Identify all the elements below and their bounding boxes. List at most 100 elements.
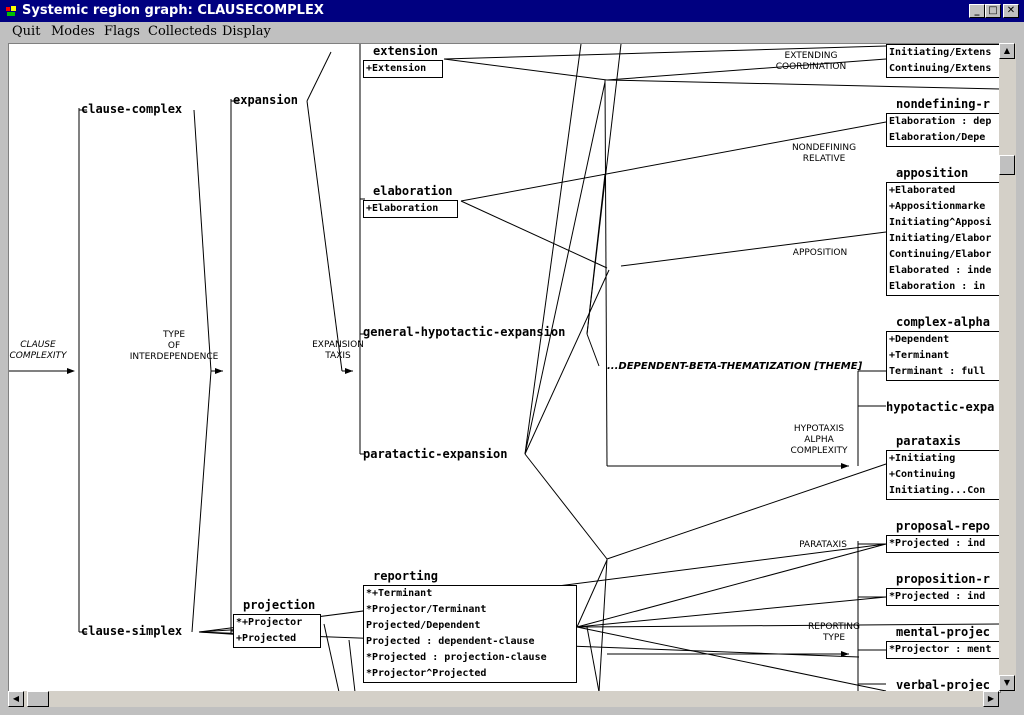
menu-display[interactable]: Display — [222, 24, 271, 39]
realization-statement: +Appositionmarke — [889, 201, 986, 212]
title-bar[interactable]: Systemic region graph: CLAUSECOMPLEX _ □… — [0, 0, 1024, 22]
system-label-line: TAXIS — [325, 351, 351, 361]
realization-box-extension[interactable]: +Extension — [363, 60, 443, 78]
realization-statement: Initiating...Con — [889, 485, 986, 496]
node-general-hypotactic-expansion[interactable]: general-hypotactic-expansion — [363, 325, 566, 339]
realization-statement: Elaboration/Depe — [889, 132, 986, 143]
restore-icon: □ — [988, 5, 998, 16]
realization-statement: Initiating/Extens — [889, 47, 992, 58]
node-apposition[interactable]: apposition — [896, 166, 969, 180]
node-proposal-repo[interactable]: proposal-repo — [896, 519, 990, 533]
realization-box-elaboration[interactable]: +Elaboration — [363, 200, 458, 218]
scroll-down-button[interactable]: ▼ — [999, 675, 1015, 691]
system-expansion-taxis[interactable]: EXPANSION TAXIS — [311, 340, 365, 362]
scroll-up-button[interactable]: ▲ — [999, 43, 1015, 59]
realization-statement: Terminant : full — [889, 366, 986, 377]
node-reporting[interactable]: reporting — [373, 569, 439, 583]
node-clause-complex[interactable]: clause-complex — [81, 102, 183, 116]
realization-box-apposition[interactable]: +Elaborated +Appositionmarke Initiating^… — [886, 182, 1000, 296]
node-extension[interactable]: extension — [373, 44, 439, 58]
system-label-line: COMPLEXITY — [9, 351, 67, 361]
scroll-right-button[interactable]: ▶ — [983, 691, 999, 707]
node-verbal-projec[interactable]: verbal-projec — [896, 678, 990, 692]
gate-dependent-beta-thematization[interactable]: ...DEPENDENT-BETA-THEMATIZATION [THEME] — [607, 361, 863, 372]
system-label-line: TYPE — [162, 330, 186, 340]
realization-statement: +Elaboration — [366, 203, 439, 214]
node-paratactic-expansion[interactable]: paratactic-expansion — [363, 447, 508, 461]
system-type-of-interdependence[interactable]: TYPE OF INTERDEPENDENCE — [129, 330, 219, 363]
system-parataxis[interactable]: PARATAXIS — [795, 540, 851, 551]
vertical-scrollbar[interactable]: ▲ ▼ — [999, 43, 1016, 691]
system-label-line: RELATIVE — [802, 154, 846, 164]
system-reporting-type[interactable]: REPORTING TYPE — [803, 622, 865, 644]
horizontal-scrollbar[interactable]: ◀ ▶ — [8, 691, 999, 707]
node-nondefining-r[interactable]: nondefining-r — [896, 97, 990, 111]
node-mental-projec[interactable]: mental-projec — [896, 625, 990, 639]
node-parataxis[interactable]: parataxis — [896, 434, 962, 448]
node-clause-simplex[interactable]: clause-simplex — [81, 624, 183, 638]
realization-box-nondefining[interactable]: Elaboration : dep Elaboration/Depe — [886, 113, 1000, 147]
system-label-line: ALPHA — [804, 435, 834, 445]
system-label-line: NONDEFINING — [791, 143, 857, 153]
vertical-scroll-thumb[interactable] — [999, 155, 1015, 175]
system-label-line: COORDINATION — [775, 62, 847, 72]
system-label-line: HYPOTAXIS — [793, 424, 845, 434]
system-label-line: INTERDEPENDENCE — [129, 352, 219, 362]
menu-collecteds[interactable]: Collecteds — [148, 24, 217, 39]
system-label-line: OF — [167, 341, 181, 351]
realization-box-reporting[interactable]: *+Terminant *Projector/Terminant Project… — [363, 585, 577, 683]
realization-statement: Elaboration : in — [889, 281, 986, 292]
system-label-line: REPORTING — [808, 622, 860, 632]
minimize-button[interactable]: _ — [969, 4, 985, 18]
realization-box-proposal[interactable]: *Projected : ind — [886, 535, 1000, 553]
node-elaboration[interactable]: elaboration — [373, 184, 453, 198]
realization-box-projection[interactable]: *+Projector +Projected — [233, 614, 321, 648]
realization-statement: *Projector : ment — [889, 644, 992, 655]
realization-statement: *Projected : ind — [889, 591, 986, 602]
node-proposition-r[interactable]: proposition-r — [896, 572, 990, 586]
menu-modes[interactable]: Modes — [51, 24, 95, 39]
realization-box-mental[interactable]: *Projector : ment — [886, 641, 1000, 659]
close-button[interactable]: ✕ — [1003, 4, 1019, 18]
realization-statement: +Elaborated — [889, 185, 956, 196]
system-nondefining-relative[interactable]: NONDEFINING RELATIVE — [787, 143, 861, 165]
arrow-up-icon: ▲ — [1003, 46, 1011, 55]
realization-statement: Projected/Dependent — [366, 620, 481, 631]
arrow-down-icon: ▼ — [1003, 678, 1011, 687]
maximize-button[interactable]: □ — [985, 4, 1001, 18]
realization-statement: *+Projector — [236, 617, 303, 628]
node-expansion[interactable]: expansion — [233, 93, 299, 107]
realization-box-extending[interactable]: Initiating/Extens Continuing/Extens — [886, 44, 1000, 78]
system-extending-coordination[interactable]: EXTENDING COORDINATION — [769, 51, 853, 73]
menu-quit[interactable]: Quit — [12, 24, 41, 39]
realization-box-parataxis[interactable]: +Initiating +Continuing Initiating...Con — [886, 450, 1000, 500]
realization-box-proposition[interactable]: *Projected : ind — [886, 588, 1000, 606]
graph-canvas[interactable]: clause-complex clause-simplex expansion … — [8, 43, 1001, 693]
window-title: Systemic region graph: CLAUSECOMPLEX — [22, 3, 324, 18]
realization-statement: Elaborated : inde — [889, 265, 992, 276]
node-complex-alpha[interactable]: complex-alpha — [896, 315, 990, 329]
realization-statement: *+Terminant — [366, 588, 433, 599]
node-projection[interactable]: projection — [243, 598, 316, 612]
realization-statement: Initiating^Apposi — [889, 217, 992, 228]
realization-statement: +Extension — [366, 63, 427, 74]
system-apposition[interactable]: APPOSITION — [787, 248, 853, 259]
horizontal-scroll-thumb[interactable] — [27, 691, 49, 707]
system-label-line: APPOSITION — [792, 248, 848, 258]
realization-statement: Projected : dependent-clause — [366, 636, 535, 647]
system-hypotaxis-alpha-complexity[interactable]: HYPOTAXIS ALPHA COMPLEXITY — [787, 424, 851, 457]
close-icon: ✕ — [1006, 5, 1016, 16]
realization-statement: +Terminant — [889, 350, 950, 361]
system-label-line: PARATAXIS — [799, 540, 847, 550]
menu-flags[interactable]: Flags — [104, 24, 140, 39]
system-label-line: EXTENDING — [784, 51, 838, 61]
realization-statement: +Initiating — [889, 453, 956, 464]
system-label-line: EXPANSION — [312, 340, 364, 350]
system-clause-complexity[interactable]: CLAUSE COMPLEXITY — [9, 340, 67, 362]
realization-box-complex-alpha[interactable]: +Dependent +Terminant Terminant : full — [886, 331, 1000, 381]
node-hypotactic-expa[interactable]: hypotactic-expa — [886, 400, 995, 414]
realization-statement: Continuing/Extens — [889, 63, 992, 74]
realization-statement: Continuing/Elabor — [889, 249, 992, 260]
realization-statement: +Continuing — [889, 469, 956, 480]
scroll-left-button[interactable]: ◀ — [8, 691, 24, 707]
